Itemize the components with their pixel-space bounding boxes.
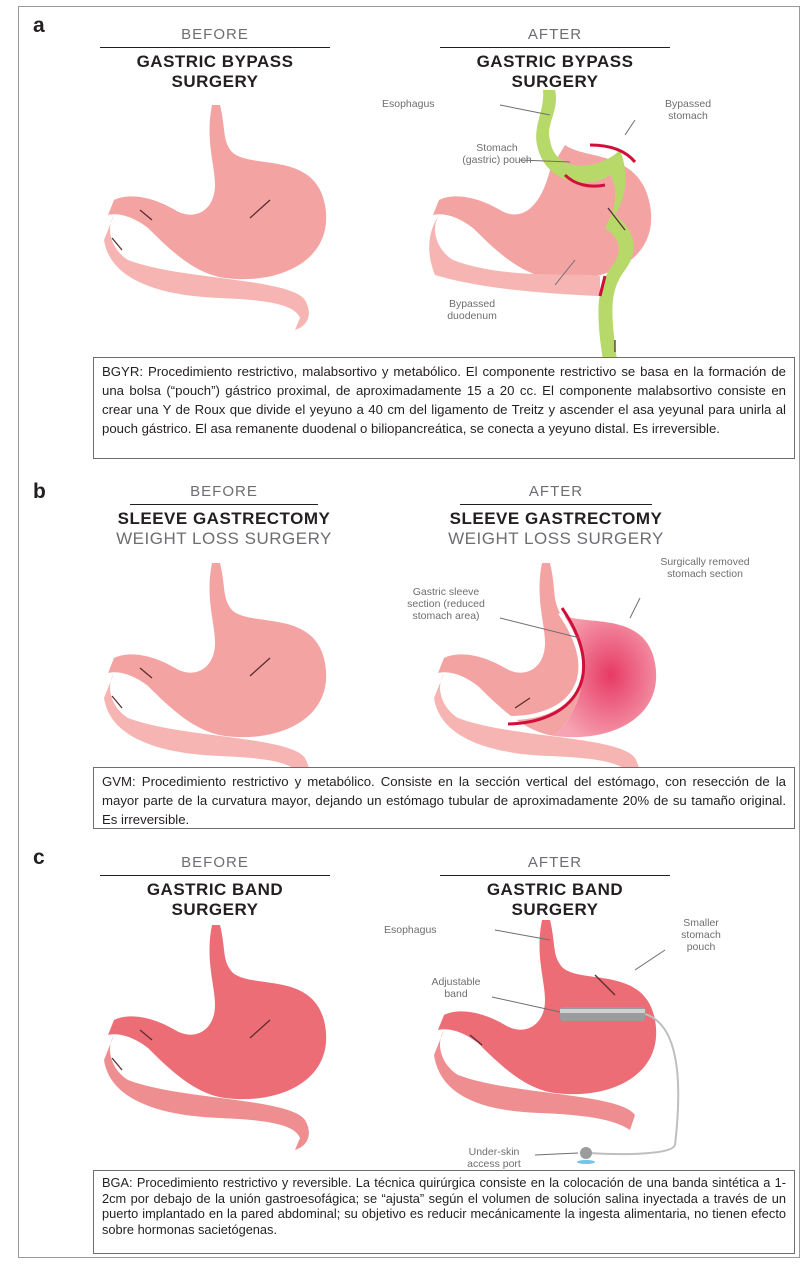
procedure-title: GASTRIC BAND — [100, 880, 330, 900]
procedure-title: GASTRIC BAND — [440, 880, 670, 900]
after-heading: AFTER — [460, 483, 652, 505]
label-stomach-pouch: Stomach (gastric) pouch — [456, 142, 538, 166]
stomach-illustration-before-a — [100, 100, 340, 330]
panel-c-before-header: BEFORE GASTRIC BAND SURGERY — [100, 854, 330, 920]
label-smaller-pouch: Smaller stomach pouch — [666, 917, 736, 953]
label-removed-section: Surgically removed stomach section — [660, 556, 750, 580]
panel-a-letter: a — [33, 14, 45, 38]
description-box-b: GVM: Procedimiento restrictivo y metaból… — [93, 767, 795, 829]
before-heading: BEFORE — [100, 26, 330, 48]
panel-b-letter: b — [33, 480, 46, 504]
procedure-title-line2: SURGERY — [440, 72, 670, 92]
label-esophagus: Esophagus — [384, 924, 437, 936]
before-heading: BEFORE — [100, 854, 330, 876]
description-box-a: BGYR: Procedimiento restrictivo, malabso… — [93, 357, 795, 459]
panel-a-after-header: AFTER GASTRIC BYPASS SURGERY — [440, 26, 670, 92]
label-bypassed-stomach: Bypassed stomach — [648, 98, 728, 122]
stomach-illustration-after-c — [420, 915, 690, 1165]
after-heading: AFTER — [440, 26, 670, 48]
procedure-title: SLEEVE GASTRECTOMY — [90, 509, 358, 529]
panel-a-before-header: BEFORE GASTRIC BYPASS SURGERY — [100, 26, 330, 92]
panel-b-after-header: AFTER SLEEVE GASTRECTOMY WEIGHT LOSS SUR… — [420, 483, 692, 549]
procedure-subtitle: WEIGHT LOSS SURGERY — [420, 529, 692, 549]
procedure-title-line2: SURGERY — [100, 72, 330, 92]
stomach-illustration-before-c — [100, 920, 340, 1150]
procedure-title: SLEEVE GASTRECTOMY — [420, 509, 692, 529]
after-heading: AFTER — [440, 854, 670, 876]
stomach-illustration-before-b — [100, 558, 340, 788]
label-adjustable-band: Adjustable band — [420, 976, 492, 1000]
label-gastric-sleeve: Gastric sleeve section (reduced stomach … — [395, 586, 497, 622]
label-bypassed-duodenum: Bypassed duodenum — [432, 298, 512, 322]
procedure-title: GASTRIC BYPASS — [100, 52, 330, 72]
procedure-title-line2: SURGERY — [100, 900, 330, 920]
panel-b-before-header: BEFORE SLEEVE GASTRECTOMY WEIGHT LOSS SU… — [90, 483, 358, 549]
label-access-port: Under-skin access port — [452, 1146, 536, 1170]
panel-c-after-header: AFTER GASTRIC BAND SURGERY — [440, 854, 670, 920]
procedure-subtitle: WEIGHT LOSS SURGERY — [90, 529, 358, 549]
description-box-c: BGA: Procedimiento restrictivo y reversi… — [93, 1170, 795, 1254]
before-heading: BEFORE — [130, 483, 318, 505]
panel-c-letter: c — [33, 846, 45, 870]
procedure-title: GASTRIC BYPASS — [440, 52, 670, 72]
label-esophagus: Esophagus — [382, 98, 435, 110]
